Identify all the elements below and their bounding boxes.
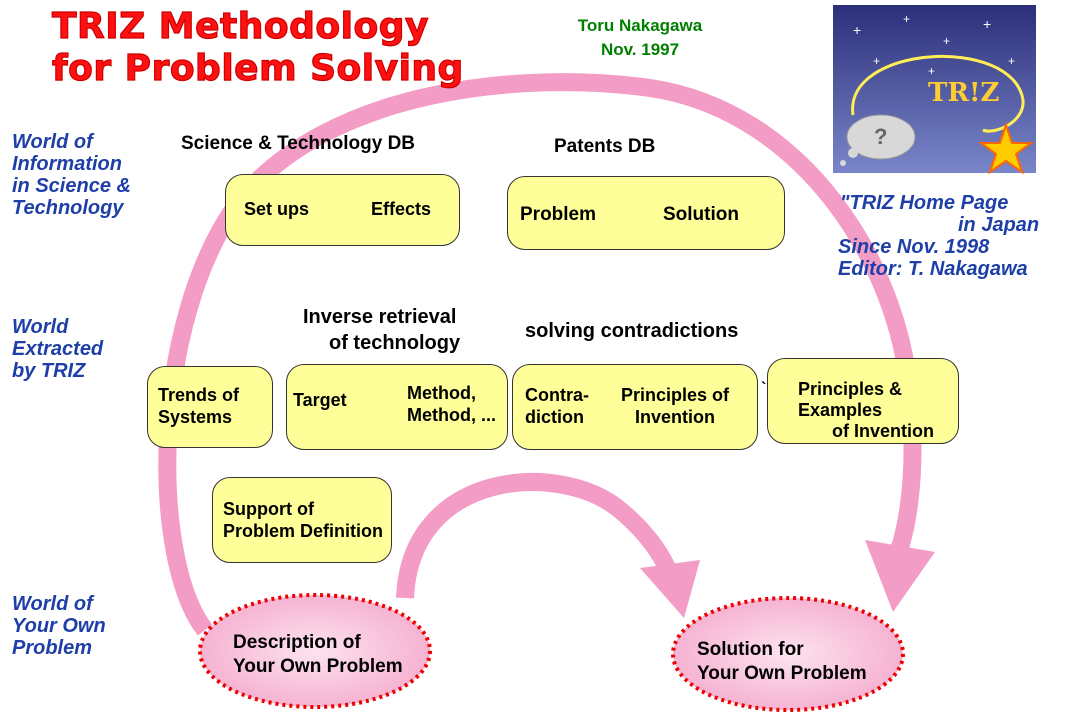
- target-method-box: Target Method, Method, ...: [286, 364, 508, 450]
- effects-label: Effects: [371, 199, 432, 219]
- triz-logo: + + + + + + +: [833, 5, 1036, 175]
- svg-text:+: +: [873, 54, 880, 68]
- solution-label: Solution: [663, 204, 739, 225]
- description-ellipse: [198, 593, 432, 709]
- small-arc-arrowhead: [640, 560, 700, 618]
- solving-contradictions-label: solving contradictions: [525, 320, 739, 342]
- principles-line: Invention: [635, 407, 716, 427]
- svg-text:+: +: [943, 34, 950, 48]
- contradiction-text: Contra- diction: [525, 384, 589, 428]
- support-line: Support of: [223, 499, 314, 519]
- description-line: Description of: [233, 632, 361, 653]
- pe-line: Examples: [798, 400, 883, 420]
- svg-text:+: +: [928, 64, 935, 78]
- world-extracted-label: World Extracted by TRIZ: [12, 316, 103, 382]
- title-line-1: TRIZ Methodology: [51, 5, 429, 47]
- author-name: Toru Nakagawa: [577, 16, 703, 35]
- world-own-line: Your Own: [12, 615, 106, 637]
- inverse-line: Inverse retrieval: [303, 306, 457, 328]
- contradiction-line: diction: [525, 407, 584, 427]
- principles-line: Principles of: [621, 385, 730, 405]
- solution-text: Solution for Your Own Problem: [697, 638, 867, 686]
- backtick-mark: `: [761, 380, 767, 397]
- solution-ellipse: [671, 596, 905, 712]
- support-line: Problem Definition: [223, 521, 384, 541]
- world-info-line: Technology: [12, 197, 124, 219]
- large-cycle-arrowhead: [865, 540, 935, 612]
- title-line-2: for Problem Solving: [51, 47, 464, 89]
- svg-text:+: +: [853, 22, 861, 38]
- description-line: Your Own Problem: [233, 656, 403, 677]
- principles-text: Principles of Invention: [621, 384, 729, 428]
- world-extracted-line: by TRIZ: [12, 360, 86, 382]
- description-text: Description of Your Own Problem: [233, 631, 403, 679]
- pe-line: of Invention: [832, 421, 934, 441]
- solution-line: Solution for: [697, 639, 804, 660]
- problem-label: Problem: [520, 204, 597, 225]
- small-arc-arrow: [396, 473, 681, 599]
- support-box: Support of Problem Definition: [212, 477, 392, 563]
- inverse-line: of technology: [329, 332, 461, 354]
- contradiction-box: Contra- diction Principles of Invention: [512, 364, 758, 450]
- contradiction-line: Contra-: [525, 385, 589, 405]
- target-label: Target: [293, 390, 347, 410]
- world-extracted-line: Extracted: [12, 338, 104, 360]
- svg-text:+: +: [1008, 54, 1015, 68]
- method-line: Method, ...: [407, 405, 496, 425]
- trends-box: Trends of Systems: [147, 366, 273, 448]
- svg-text:+: +: [983, 16, 991, 32]
- logo-question-mark: ?: [874, 124, 888, 149]
- method-text: Method, Method, ...: [407, 382, 496, 426]
- support-text: Support of Problem Definition: [223, 498, 383, 542]
- world-own-line: Problem: [12, 637, 93, 659]
- pe-line: Principles &: [798, 379, 903, 399]
- trends-text: Trends of Systems: [158, 384, 239, 428]
- world-own-label: World of Your Own Problem: [12, 593, 106, 659]
- homepage-line-3: Since Nov. 1998: [838, 236, 990, 258]
- inverse-retrieval-label: Inverse retrieval of technology: [303, 304, 460, 356]
- homepage-line-2: in Japan: [958, 214, 1040, 236]
- homepage-line-4: Editor: T. Nakagawa: [838, 258, 1028, 280]
- world-information-label: World of Information in Science & Techno…: [12, 131, 131, 219]
- trends-line: Systems: [158, 407, 233, 427]
- page-title: TRIZ Methodology for Problem Solving: [51, 5, 464, 90]
- principles-examples-box: Principles & Examples of Invention: [767, 358, 959, 444]
- author-block: Toru Nakagawa Nov. 1997: [565, 14, 715, 62]
- trends-line: Trends of: [158, 385, 240, 405]
- method-line: Method,: [407, 383, 476, 403]
- problem-solution-box: Problem Solution: [507, 176, 785, 250]
- solution-line: Your Own Problem: [697, 663, 867, 684]
- homepage-line-1: "TRIZ Home Page: [840, 192, 1009, 214]
- world-info-line: World of: [12, 131, 93, 153]
- world-info-line: Information: [12, 153, 122, 175]
- svg-text:+: +: [903, 12, 910, 26]
- world-own-line: World of: [12, 593, 93, 615]
- setups-label: Set ups: [244, 199, 310, 219]
- principles-examples-text: Principles & Examples of Invention: [798, 379, 934, 442]
- world-info-line: in Science &: [12, 175, 131, 197]
- homepage-info: "TRIZ Home Page in Japan Since Nov. 1998…: [838, 192, 1071, 280]
- science-db-label: Science & Technology DB: [181, 133, 416, 154]
- setups-effects-box: Set ups Effects: [225, 174, 460, 246]
- world-extracted-line: World: [12, 316, 69, 338]
- author-date: Nov. 1997: [600, 40, 680, 59]
- logo-text: TR!Z: [928, 78, 1000, 108]
- patents-db-label: Patents DB: [554, 136, 656, 157]
